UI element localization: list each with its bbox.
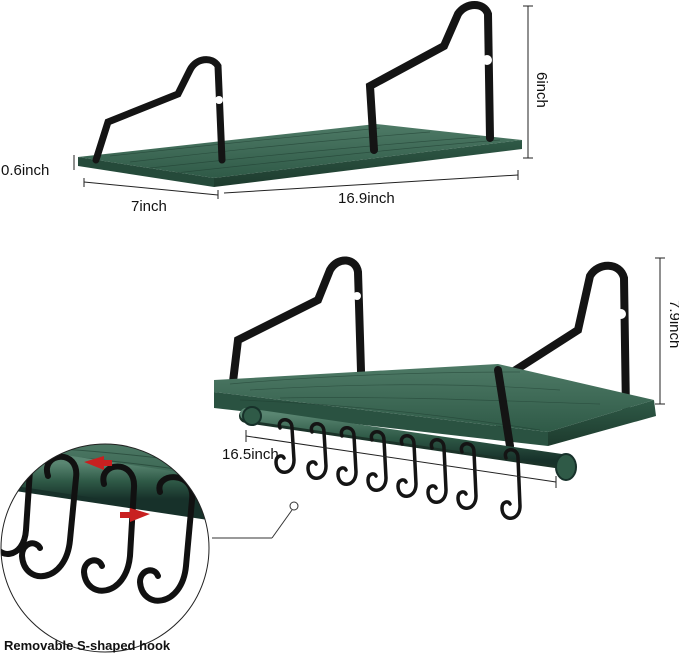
upper-shelf-plank-front	[78, 157, 214, 187]
upper-left-bracket-hole	[215, 96, 223, 104]
hook-detail-zoom	[1, 444, 209, 652]
upper-right-bracket	[365, 1, 494, 154]
slide-arrows	[84, 456, 150, 522]
hook-caption: Removable S-shaped hook	[4, 638, 171, 653]
lower-dimension-lines	[245, 257, 665, 488]
lower-rail-label: 16.5inch	[222, 446, 279, 463]
lower-shelf-plank-front-right	[548, 400, 656, 446]
detail-callout-leader	[212, 501, 299, 539]
upper-thickness-label: 0.6inch	[1, 162, 50, 179]
lower-shelf-plank-top	[214, 364, 654, 432]
upper-left-bracket	[92, 56, 226, 164]
detail-circle-border	[0, 443, 210, 653]
lower-right-bracket	[496, 261, 630, 434]
lower-left-bracket	[228, 256, 366, 408]
hooks	[274, 418, 522, 520]
lower-shelf-plank-front-left	[214, 380, 548, 446]
upper-dimension-lines	[73, 5, 533, 199]
upper-right-bracket-hole	[482, 55, 492, 65]
upper-depth-label: 7inch	[131, 198, 167, 215]
upper-shelf	[78, 1, 522, 187]
lower-shelf	[214, 256, 656, 520]
upper-shelf-plank-top	[78, 124, 522, 178]
lower-height-label: 7.9inch	[666, 300, 679, 349]
upper-height-label: 6inch	[533, 72, 550, 108]
upper-shelf-plank-side	[214, 140, 522, 187]
upper-length-label: 16.9inch	[338, 190, 395, 207]
